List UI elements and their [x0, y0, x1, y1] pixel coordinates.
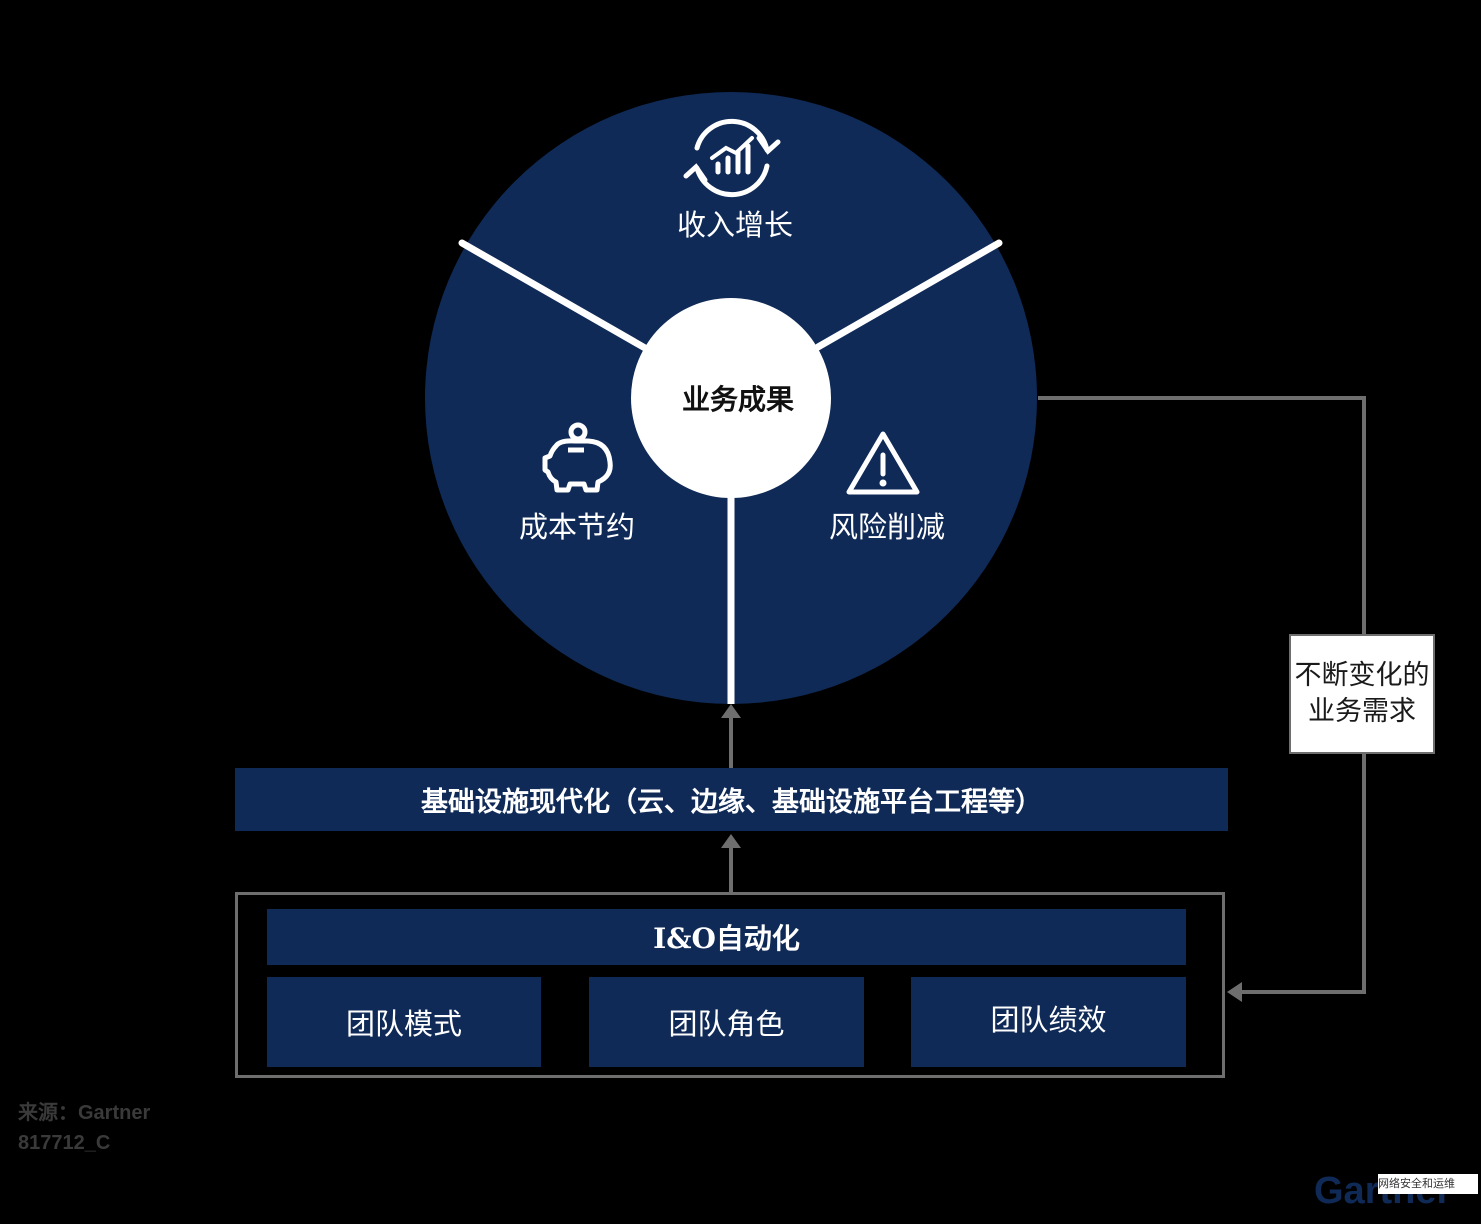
- infra-label: 基础设施现代化（云、边缘、基础设施平台工程等）: [421, 787, 1042, 818]
- watermark: 网络安全和运维: [1378, 1174, 1478, 1194]
- revenue-growth-icon: [683, 118, 781, 198]
- team-label: 团队角色: [668, 1007, 785, 1041]
- arrow-head-up-lower: [721, 834, 741, 848]
- team-box-model: 团队模式: [267, 977, 541, 1067]
- warning-triangle-icon: [846, 431, 920, 495]
- piggy-bank-icon: [542, 422, 613, 493]
- doc-id: 817712_C: [18, 1132, 111, 1154]
- center-label: 业务成果: [682, 383, 794, 416]
- footer: 来源：Gartner 817712_C: [18, 1096, 150, 1168]
- connector-lines: [729, 396, 1366, 994]
- divider-right: [814, 239, 1003, 351]
- automation-label: I&O自动化: [653, 922, 800, 955]
- center-hub: [631, 298, 831, 498]
- automation-bar: I&O自动化: [267, 909, 1186, 965]
- demand-line-1: 不断变化的: [1294, 660, 1430, 691]
- changing-demand-box: 不断变化的 业务需求: [1289, 634, 1435, 754]
- team-box-performance: 团队绩效: [911, 977, 1186, 1067]
- team-label: 团队模式: [345, 1007, 462, 1041]
- arrow-head-left: [1227, 982, 1242, 1002]
- segment-label-revenue: 收入增长: [677, 208, 793, 242]
- demand-line-2: 业务需求: [1308, 696, 1416, 727]
- team-label: 团队绩效: [990, 1003, 1107, 1037]
- source-text: 来源：Gartner: [18, 1102, 151, 1124]
- automation-frame: [235, 892, 1225, 1078]
- segment-label-cost: 成本节约: [519, 510, 635, 544]
- arrow-head-up-upper: [721, 704, 741, 718]
- infra-modernization-bar: 基础设施现代化（云、边缘、基础设施平台工程等）: [235, 768, 1228, 831]
- team-box-role: 团队角色: [589, 977, 864, 1067]
- segment-label-risk: 风险削减: [829, 510, 945, 544]
- divider-left: [458, 239, 649, 352]
